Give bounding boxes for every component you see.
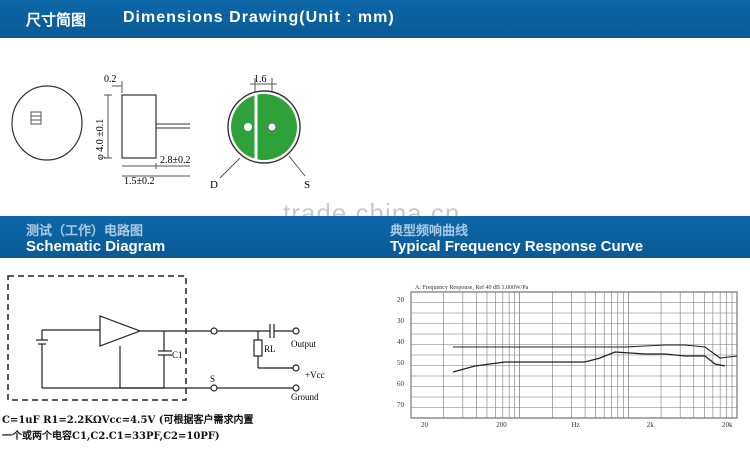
label-c1: C1 [172, 350, 183, 360]
frequency-title-zh: 典型频响曲线 [390, 224, 469, 239]
y-tick-label: 50 [397, 359, 405, 367]
schematic-diagram: C1 S RL Output +Vcc Ground [7, 275, 325, 402]
x-tick-label: 200 [496, 421, 507, 429]
label-vcc: +Vcc [305, 370, 325, 380]
label-ground: Ground [291, 392, 319, 402]
y-tick-label: 30 [397, 317, 405, 325]
response-curve-upper [453, 344, 738, 359]
dimensions-header: 尺寸简图 Dimensions Drawing(Unit : mm) [0, 0, 750, 38]
schematic-title-en: Schematic Diagram [26, 238, 166, 255]
schematic-title-zh: 测试（工作）电路图 [26, 224, 144, 239]
dim-top-thickness: 0.2 [104, 74, 117, 85]
dimensions-drawing: 0.2 φ 4.0 ±0.1 2.8±0.2 1.5±0.2 1.6 D S [11, 74, 310, 191]
section-header: 测试（工作）电路图 Schematic Diagram 典型频响曲线 Typic… [0, 216, 750, 258]
dimensions-title-en: Dimensions Drawing(Unit : mm) [123, 9, 395, 26]
x-tick-label: 20k [722, 421, 733, 429]
dim-pin-pitch: 1.6 [254, 74, 267, 85]
dimensions-title-zh: 尺寸简图 [26, 11, 87, 29]
frequency-title-en: Typical Frequency Response Curve [390, 238, 644, 255]
bottom-view: 1.6 D S [210, 74, 310, 191]
frequency-response-chart: A: Frequency Response, Ref 40 dB 1.000W/… [397, 284, 738, 429]
label-rl: RL [264, 344, 276, 354]
side-view: 0.2 φ 4.0 ±0.1 2.8±0.2 1.5±0.2 [95, 74, 191, 187]
x-tick-label: 20 [421, 421, 429, 429]
response-curve-lower [452, 351, 726, 373]
dim-pin-length: 1.5±0.2 [124, 176, 155, 187]
chart-header: A: Frequency Response, Ref 40 dB 1.000W/… [415, 284, 529, 291]
y-tick-label: 40 [397, 338, 405, 346]
schematic-note-1: C=1uF R1=2.2KΩVcc=4.5V (可根据客户需求内置 [2, 415, 254, 426]
y-tick-label: 20 [397, 296, 405, 304]
label-s-node: S [210, 374, 215, 384]
label-output: Output [291, 339, 317, 349]
x-tick-label: Hz [572, 421, 580, 429]
label-d: D [210, 179, 218, 191]
y-tick-label: 60 [397, 380, 405, 388]
top-view [11, 85, 83, 161]
schematic-note-2: 一个或两个电容C1,C2.C1=33PF,C2=10PF) [2, 431, 220, 442]
dim-diameter: φ 4.0 ±0.1 [95, 119, 106, 160]
x-tick-label: 2k [647, 421, 655, 429]
dim-height: 2.8±0.2 [160, 155, 191, 166]
y-tick-label: 70 [397, 401, 405, 409]
label-s: S [304, 179, 310, 191]
